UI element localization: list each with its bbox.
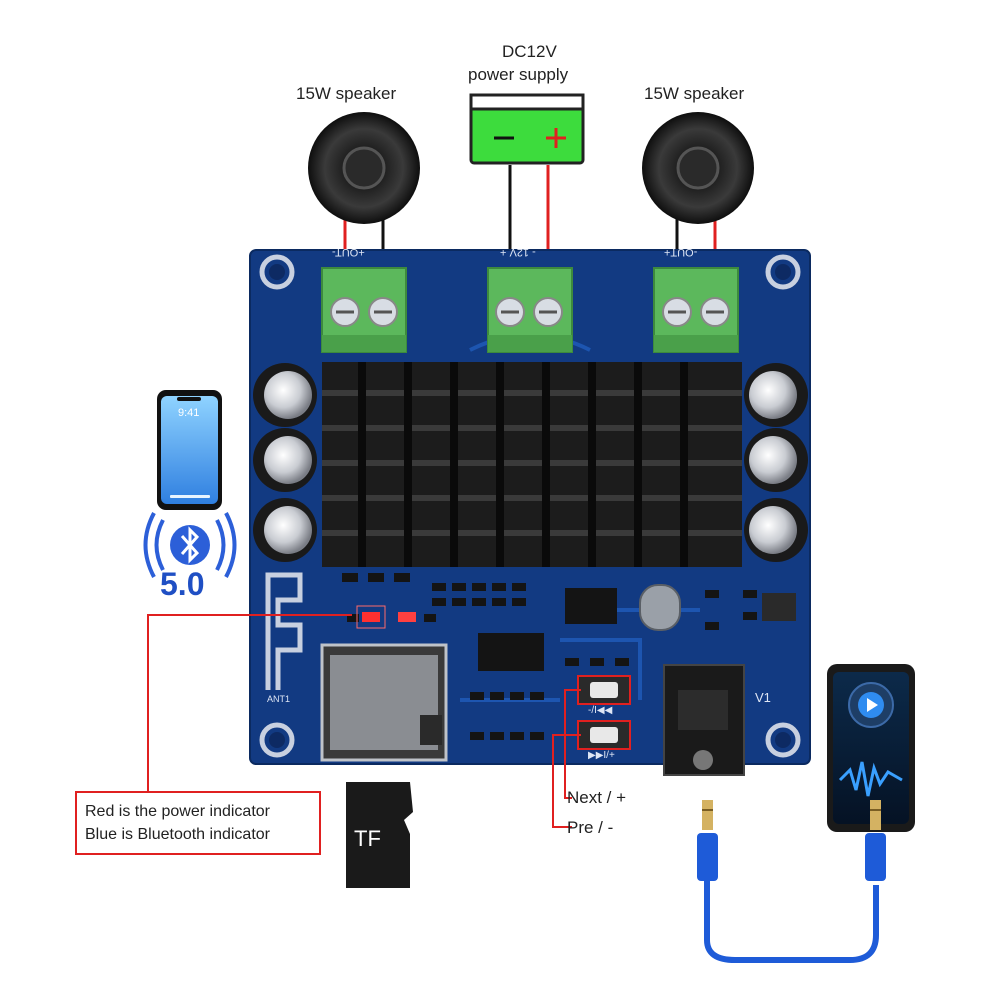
terminal-block-right xyxy=(653,267,739,353)
heatsink xyxy=(322,362,742,567)
phone-time: 9:41 xyxy=(178,407,200,419)
board-power-terminal: - 12V + xyxy=(500,246,536,258)
board-version-label: V1 xyxy=(755,690,771,705)
bluetooth-version-label: 5.0 xyxy=(160,566,205,602)
music-player-icon xyxy=(827,664,915,832)
board-antenna-label: ANT1 xyxy=(267,694,291,704)
audio-cable xyxy=(697,800,886,963)
terminal-block-left xyxy=(321,267,407,353)
audio-jack xyxy=(663,664,745,776)
terminal-block-power xyxy=(487,267,573,353)
board-out-left: +OUT- xyxy=(332,246,365,258)
speaker-left-label: 15W speaker xyxy=(296,84,397,103)
board-next-key-label: ▶▶I/+ xyxy=(588,750,615,761)
smd-components xyxy=(342,573,796,740)
capacitors xyxy=(253,363,808,562)
smartphone-icon xyxy=(157,390,222,510)
indicator-note-line2: Blue is Bluetooth indicator xyxy=(85,826,270,843)
indicator-note-line1: Red is the power indicator xyxy=(85,803,270,820)
bluetooth-icon xyxy=(143,512,237,578)
tf-card-slot xyxy=(320,643,448,762)
speaker-icon xyxy=(308,112,420,224)
next-button-label: Next / + xyxy=(567,788,627,807)
tf-card-icon xyxy=(346,782,413,888)
next-push-button[interactable] xyxy=(577,675,631,705)
power-label-line1: DC12V xyxy=(502,42,557,61)
pre-push-button[interactable] xyxy=(577,720,631,750)
board-prev-key-label: -/I◀◀ xyxy=(588,705,613,716)
crystal xyxy=(639,584,681,631)
indicator-leds xyxy=(356,605,416,629)
pre-button-label: Pre / - xyxy=(567,818,614,837)
board-out-right: -OUT+ xyxy=(664,246,698,258)
antenna-trace xyxy=(265,572,303,690)
callout-lines xyxy=(147,614,581,828)
tf-card-label: TF xyxy=(354,826,381,851)
power-label-line2: power supply xyxy=(468,65,569,84)
indicator-note: Red is the power indicator Blue is Bluet… xyxy=(75,791,321,855)
speaker-right-label: 15W speaker xyxy=(644,84,745,103)
power-supply xyxy=(469,93,585,165)
speaker-icon xyxy=(642,112,754,224)
